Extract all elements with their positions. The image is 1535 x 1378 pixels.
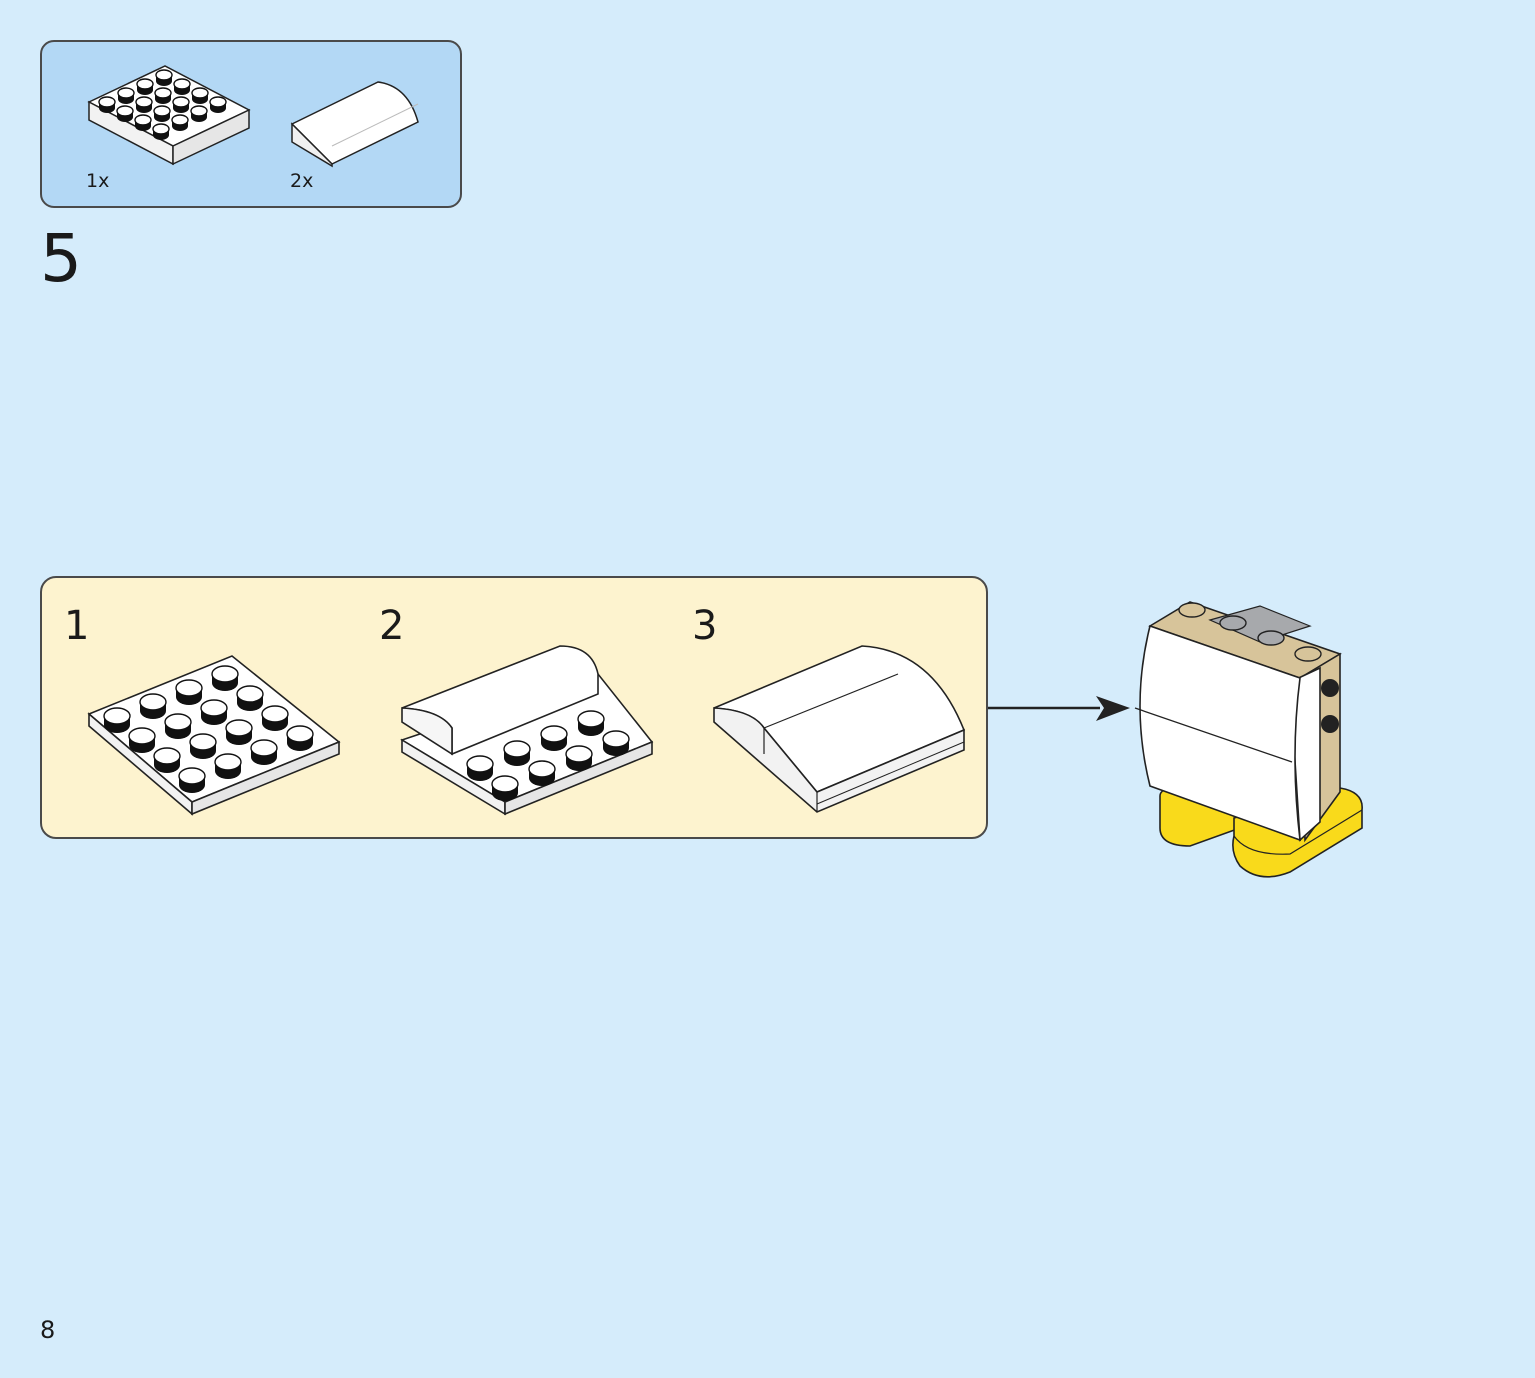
sub-assembly-panel: 1 2 3	[40, 576, 988, 839]
stud-top	[152, 123, 170, 135]
stud-top	[540, 725, 568, 743]
stud-top	[250, 739, 278, 757]
stud-top	[116, 105, 134, 117]
stud-top	[178, 767, 206, 785]
stud-top	[153, 105, 171, 117]
plate-4x4-icon	[87, 65, 251, 166]
stud-top	[503, 740, 531, 758]
stud-top	[164, 713, 192, 731]
stud-top	[565, 745, 593, 763]
stud-top	[211, 665, 239, 683]
stud-top	[117, 87, 135, 99]
parts-list-panel: 1x 2x	[40, 40, 462, 208]
stud-top	[172, 96, 190, 108]
stud-top	[577, 710, 605, 728]
stud-top	[171, 114, 189, 126]
stud-top	[135, 96, 153, 108]
sub-step-1-plate-icon	[87, 655, 341, 816]
stud-top	[225, 719, 253, 737]
stud-top	[286, 725, 314, 743]
part-qty-slope: 2x	[290, 170, 314, 192]
sub-step-2-assembly-icon	[400, 645, 654, 816]
step-number: 5	[40, 220, 82, 297]
stud-top	[153, 747, 181, 765]
stud-top	[214, 753, 242, 771]
stud-top	[602, 730, 630, 748]
stud-top	[236, 685, 264, 703]
stud-top	[190, 105, 208, 117]
stud-top	[154, 87, 172, 99]
stud-top	[136, 78, 154, 90]
sub-step-3-assembly-icon	[713, 645, 966, 813]
curved-slope-icon	[290, 81, 419, 168]
sub-step-number-3: 3	[692, 603, 718, 649]
stud-top	[528, 760, 556, 778]
stud-top	[98, 96, 116, 108]
stud-top	[128, 727, 156, 745]
stud-top	[173, 78, 191, 90]
stud-top	[189, 733, 217, 751]
stud-top	[134, 114, 152, 126]
stud-top	[491, 775, 519, 793]
part-qty-plate: 1x	[86, 170, 110, 192]
stud-top	[466, 755, 494, 773]
completed-model-icon	[1134, 601, 1363, 878]
sub-step-number-2: 2	[379, 603, 405, 649]
stud-top	[261, 705, 289, 723]
stud-top	[139, 693, 167, 711]
stud-top	[209, 96, 227, 108]
stud-top	[175, 679, 203, 697]
stud-top	[191, 87, 209, 99]
attach-arrow-icon	[988, 696, 1130, 721]
stud-top	[103, 707, 131, 725]
stud-top	[200, 699, 228, 717]
page-number: 8	[40, 1316, 56, 1344]
sub-step-number-1: 1	[64, 603, 90, 649]
stud-top	[155, 69, 173, 81]
